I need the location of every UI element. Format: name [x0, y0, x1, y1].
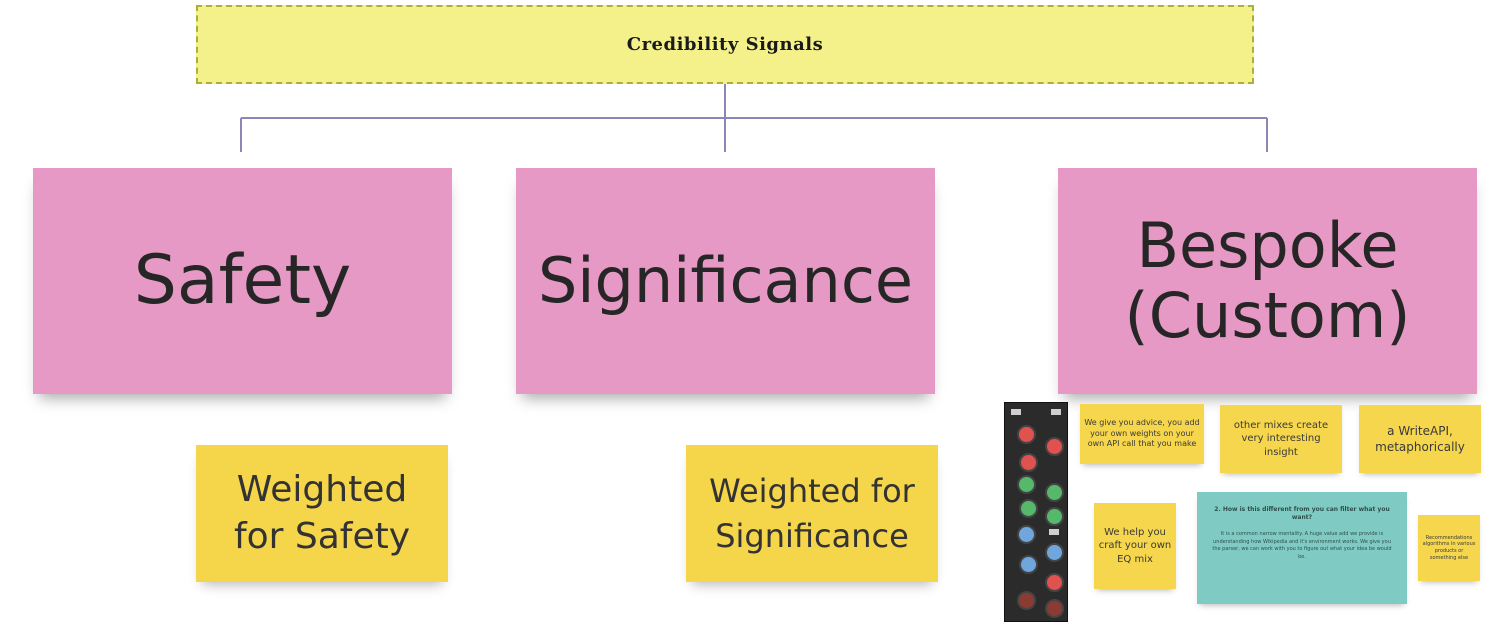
teal-question: 2. How is this different from you can fi…: [1214, 506, 1390, 522]
note-advice[interactable]: We give you advice, you add your own wei…: [1080, 404, 1204, 464]
note-text: We help you craft your own EQ mix: [1098, 526, 1172, 565]
note-small[interactable]: Recommendations algorithms in various pr…: [1418, 515, 1480, 581]
category-label: Bespoke (Custom): [1124, 208, 1411, 352]
diagram-title: Credibility Signals: [626, 34, 824, 55]
note-text: a WriteAPI, metaphorically: [1375, 423, 1465, 454]
note-eq[interactable]: We help you craft your own EQ mix: [1094, 503, 1176, 589]
title-banner: Credibility Signals: [196, 5, 1254, 84]
note-text: Recommendations algorithms in various pr…: [1422, 534, 1476, 561]
note-teal-question[interactable]: 2. How is this different from you can fi…: [1197, 492, 1407, 604]
category-label: Significance: [537, 243, 914, 317]
note-text: We give you advice, you add your own wei…: [1084, 417, 1200, 449]
note-mixes[interactable]: other mixes create very interesting insi…: [1220, 405, 1342, 473]
category-bespoke-sticky[interactable]: Bespoke (Custom): [1058, 168, 1477, 394]
note-writeapi[interactable]: a WriteAPI, metaphorically: [1359, 405, 1481, 473]
weight-line1: Weighted for: [709, 471, 915, 510]
weight-line2: Significance: [715, 516, 909, 555]
weight-line2: for Safety: [233, 515, 411, 557]
weight-line1: Weighted: [236, 468, 408, 510]
weight-significance-sticky[interactable]: Weighted for Significance: [686, 445, 938, 582]
note-text: other mixes create very interesting insi…: [1233, 419, 1329, 458]
category-label-line2: (Custom): [1124, 279, 1411, 352]
eq-hardware-image: [1004, 402, 1068, 622]
category-safety-sticky[interactable]: Safety: [33, 168, 452, 394]
category-label: Safety: [133, 240, 352, 320]
weight-safety-sticky[interactable]: Weighted for Safety: [196, 445, 448, 582]
teal-body: It is a common narrow mentality. A huge …: [1212, 530, 1392, 561]
category-label-line1: Bespoke: [1136, 208, 1399, 282]
category-significance-sticky[interactable]: Significance: [516, 168, 935, 394]
